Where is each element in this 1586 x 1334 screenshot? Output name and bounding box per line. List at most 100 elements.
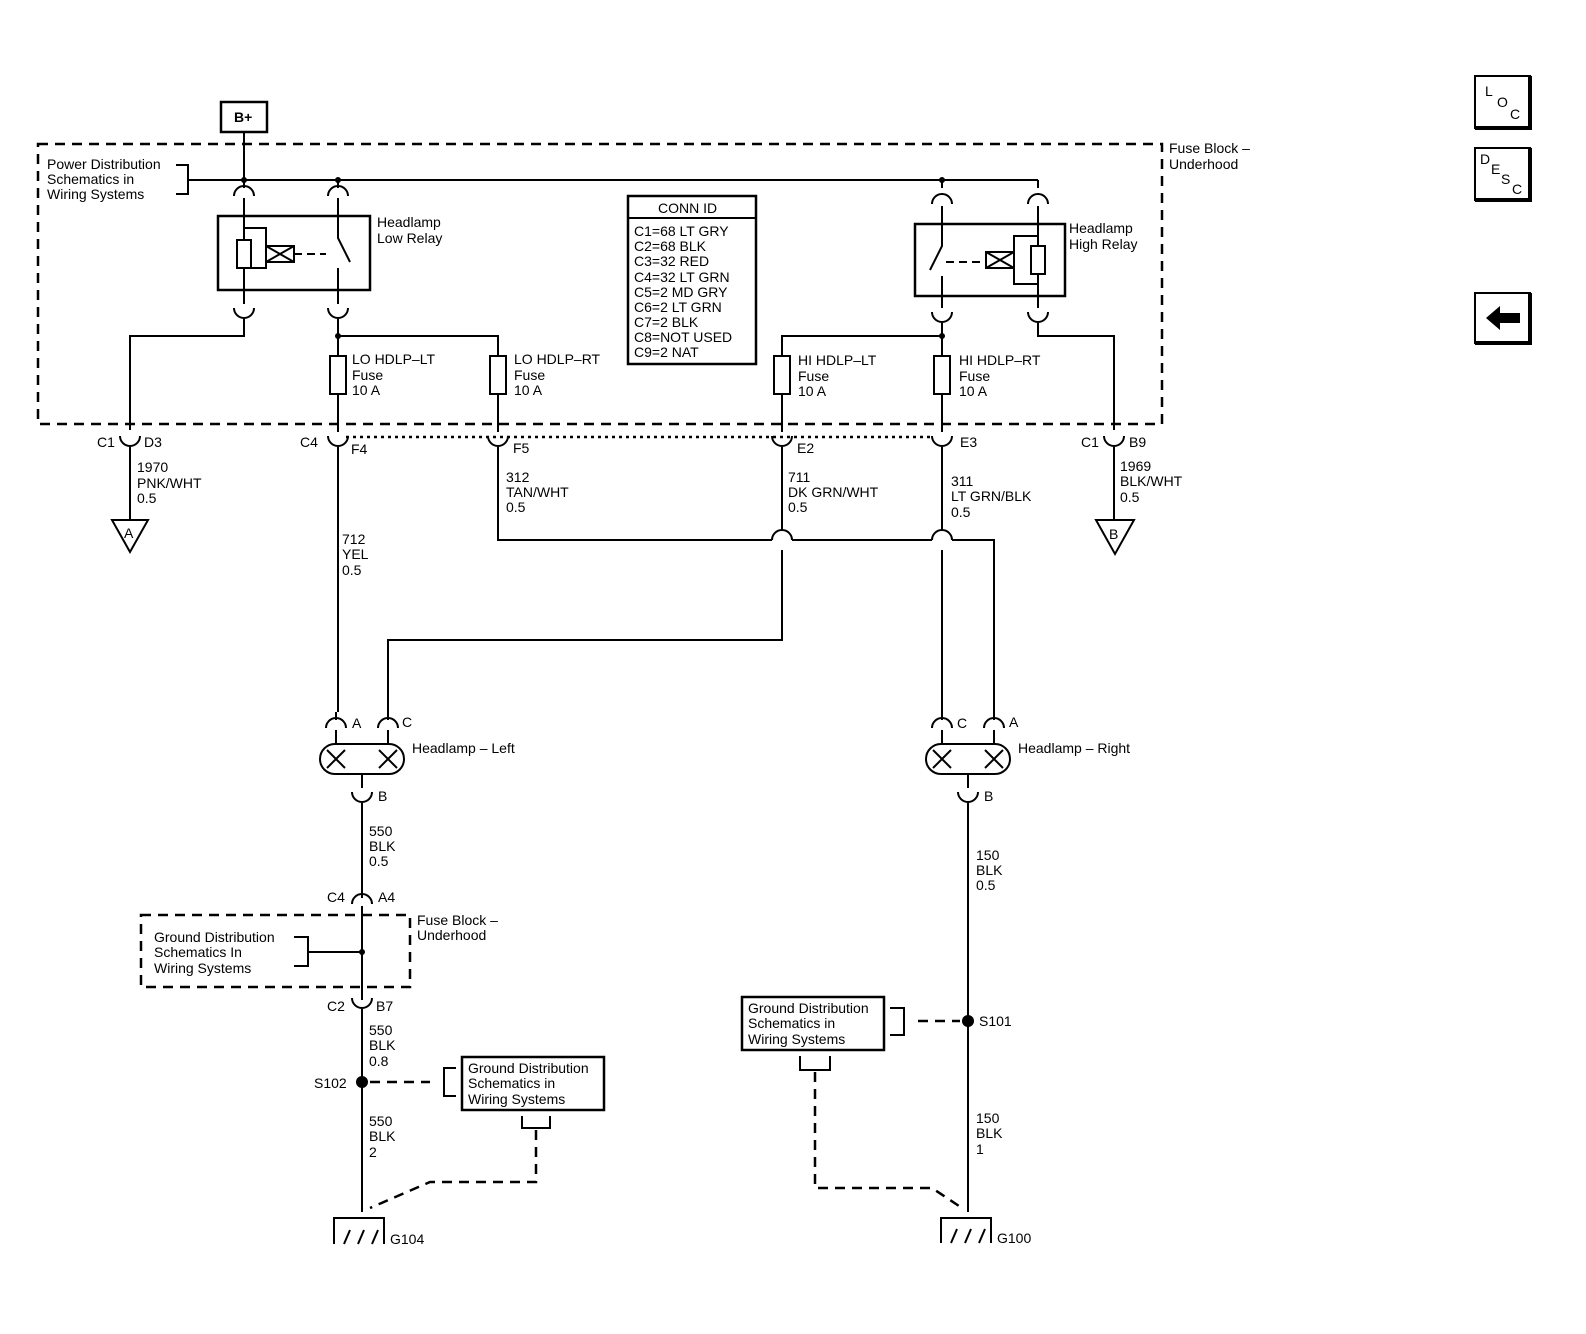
svg-text:G100: G100: [997, 1230, 1031, 1246]
conn-id-row: C6=2 LT GRN: [634, 299, 722, 315]
svg-text:O: O: [1497, 94, 1508, 110]
conn-id-row: C8=NOT USED: [634, 329, 732, 345]
connector-c1-d3: C1 D3: [97, 434, 162, 520]
fuse-block-label-2: Underhood: [1169, 156, 1238, 172]
power-bus-wire: [176, 164, 1038, 195]
fuse-hi-hdlp-rt: HI HDLP–RT Fuse 10 A: [933, 352, 1041, 432]
splice-s102: [356, 1076, 368, 1088]
low-relay-label-2: Low Relay: [377, 230, 442, 246]
low-relay-label-1: Headlamp: [377, 214, 441, 230]
ground-ref-s102-box: [460, 1055, 606, 1112]
ground-ref-left-3: Wiring Systems: [154, 960, 251, 976]
svg-text:BLK: BLK: [369, 1128, 396, 1144]
svg-text:PNK/WHT: PNK/WHT: [137, 475, 202, 491]
svg-text:C1: C1: [97, 434, 115, 450]
desc-button[interactable]: D E S C: [1474, 147, 1532, 202]
svg-text:C4: C4: [327, 889, 345, 905]
svg-text:BLK/WHT: BLK/WHT: [1120, 473, 1183, 489]
fuse-block-underhood-outline: [36, 142, 1164, 426]
low-relay-coil-ground-wire: [129, 290, 255, 430]
svg-text:B: B: [984, 788, 993, 804]
ground-ref-s102-2: Schematics in: [468, 1075, 555, 1091]
loc-button[interactable]: L O C: [1474, 75, 1532, 130]
svg-text:Fuse: Fuse: [959, 368, 990, 384]
high-relay-coil-icon: [929, 224, 1046, 296]
connector-c4-f4: C4 F4: [300, 434, 368, 712]
svg-text:C1: C1: [1081, 434, 1099, 450]
ground-ref-s102-3: Wiring Systems: [468, 1091, 565, 1107]
connector-e2: E2: [387, 435, 932, 712]
svg-text:Headlamp – Right: Headlamp – Right: [1018, 740, 1130, 756]
svg-text:550: 550: [369, 1113, 393, 1129]
svg-text:B7: B7: [376, 998, 393, 1014]
svg-text:LT GRN/BLK: LT GRN/BLK: [951, 488, 1032, 504]
high-relay-output-wire: [781, 296, 953, 356]
power-dist-ref-line-1: Power Distribution: [47, 156, 161, 172]
svg-text:LO HDLP–LT: LO HDLP–LT: [352, 351, 435, 367]
back-button[interactable]: [1474, 292, 1532, 345]
svg-text:L: L: [1485, 83, 1493, 99]
svg-text:0.5: 0.5: [1120, 489, 1140, 505]
high-relay-label-2: High Relay: [1069, 236, 1137, 252]
svg-text:B9: B9: [1129, 434, 1146, 450]
svg-text:10 A: 10 A: [798, 383, 827, 399]
svg-text:0.5: 0.5: [788, 499, 808, 515]
svg-text:D: D: [1480, 151, 1490, 167]
connector-e3: E3: [931, 434, 995, 712]
headlamp-high-relay: [913, 222, 1067, 298]
conn-id-title: CONN ID: [658, 200, 717, 216]
connector-f5: F5: [487, 435, 772, 541]
svg-text:BLK: BLK: [369, 1037, 396, 1053]
svg-text:712: 712: [342, 531, 366, 547]
ground-ref-s101-2: Schematics in: [748, 1015, 835, 1031]
wire-label-712: 712 YEL 0.5: [342, 531, 369, 578]
svg-text:0.5: 0.5: [342, 562, 362, 578]
fuse-block-lower-label-1: Fuse Block –: [417, 912, 498, 928]
svg-text:0.5: 0.5: [137, 490, 157, 506]
svg-text:C4: C4: [300, 434, 318, 450]
wire-label-550-b: 550 BLK 0.8: [369, 1022, 396, 1069]
headlamp-right: C A Headlamp – Right B: [925, 714, 1130, 1212]
svg-text:B: B: [1109, 526, 1118, 542]
splice-s101-label: S101: [979, 1013, 1012, 1029]
fuse-lo-hdlp-rt: LO HDLP–RT Fuse 10 A: [489, 351, 601, 432]
high-relay-coil-wire: [1027, 296, 1115, 430]
svg-text:Fuse: Fuse: [514, 367, 545, 383]
connector-c2-b7: C2 B7: [327, 997, 393, 1212]
ground-g100-icon: G100: [940, 1217, 1031, 1246]
low-relay-output-wire: [327, 290, 499, 356]
svg-text:1970: 1970: [137, 459, 168, 475]
svg-text:C2: C2: [327, 998, 345, 1014]
svg-text:BLK: BLK: [976, 862, 1003, 878]
svg-text:150: 150: [976, 847, 1000, 863]
wire-label-550-c: 550 BLK 2: [369, 1113, 396, 1160]
svg-text:A: A: [352, 715, 362, 731]
splice-s101: [962, 1015, 974, 1027]
fuse-block-label-1: Fuse Block –: [1169, 140, 1250, 156]
offpage-connector-b: B: [1094, 519, 1136, 557]
svg-text:BLK: BLK: [369, 838, 396, 854]
low-relay-coil-icon: [236, 216, 351, 290]
svg-text:1: 1: [976, 1141, 984, 1157]
svg-text:C: C: [957, 715, 967, 731]
svg-text:DK GRN/WHT: DK GRN/WHT: [788, 484, 879, 500]
svg-text:E3: E3: [960, 434, 977, 450]
svg-text:0.5: 0.5: [976, 877, 996, 893]
wire-label-550-a: 550 BLK 0.5: [369, 823, 396, 869]
ground-ref-left-1: Ground Distribution: [154, 929, 275, 945]
fuse-block-lower-label-2: Underhood: [417, 927, 486, 943]
conn-id-row: C4=32 LT GRN: [634, 269, 730, 285]
conn-id-row: C3=32 RED: [634, 253, 709, 269]
wire-label-1970: 1970 PNK/WHT 0.5: [137, 459, 202, 506]
svg-text:BLK: BLK: [976, 1125, 1003, 1141]
headlamp-left: A C Headlamp – Left B: [319, 714, 515, 898]
svg-text:G104: G104: [390, 1231, 424, 1247]
svg-text:C: C: [1510, 106, 1520, 122]
connector-c4-a4: C4 A4: [327, 889, 395, 1000]
svg-text:2: 2: [369, 1144, 377, 1160]
svg-text:C: C: [1512, 181, 1522, 197]
svg-text:Fuse: Fuse: [352, 367, 383, 383]
svg-text:E2: E2: [797, 440, 814, 456]
svg-text:A: A: [124, 525, 134, 541]
